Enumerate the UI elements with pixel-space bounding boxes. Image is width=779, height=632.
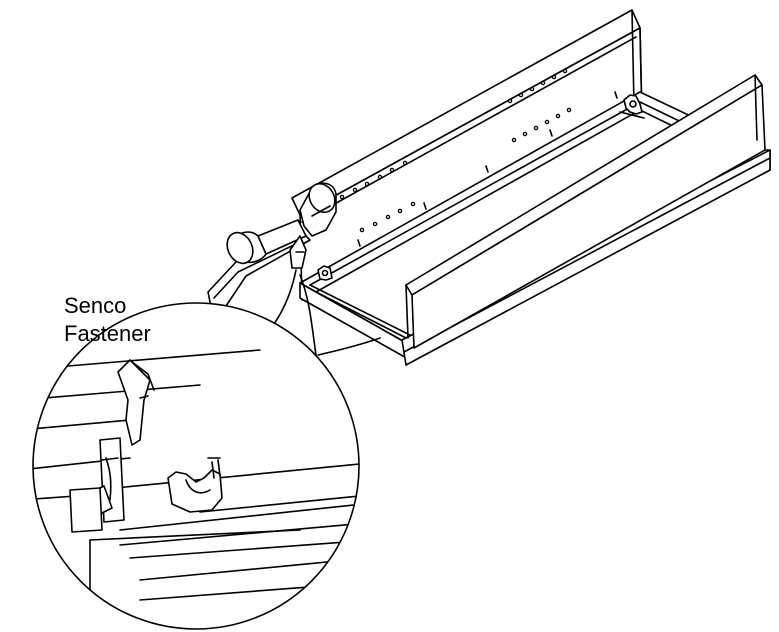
rear-bracket-right <box>620 95 644 118</box>
callout-label-line2: Fastener <box>64 321 151 346</box>
mounting-holes <box>328 69 570 231</box>
panel-marks <box>358 92 617 246</box>
back-panel <box>292 10 642 300</box>
rear-bracket-left <box>318 266 332 280</box>
callout-label-line1: Senco <box>64 293 127 318</box>
front-panel <box>406 75 765 348</box>
detail-magnifier <box>20 303 400 629</box>
callout-label: Senco Fastener <box>64 292 151 348</box>
